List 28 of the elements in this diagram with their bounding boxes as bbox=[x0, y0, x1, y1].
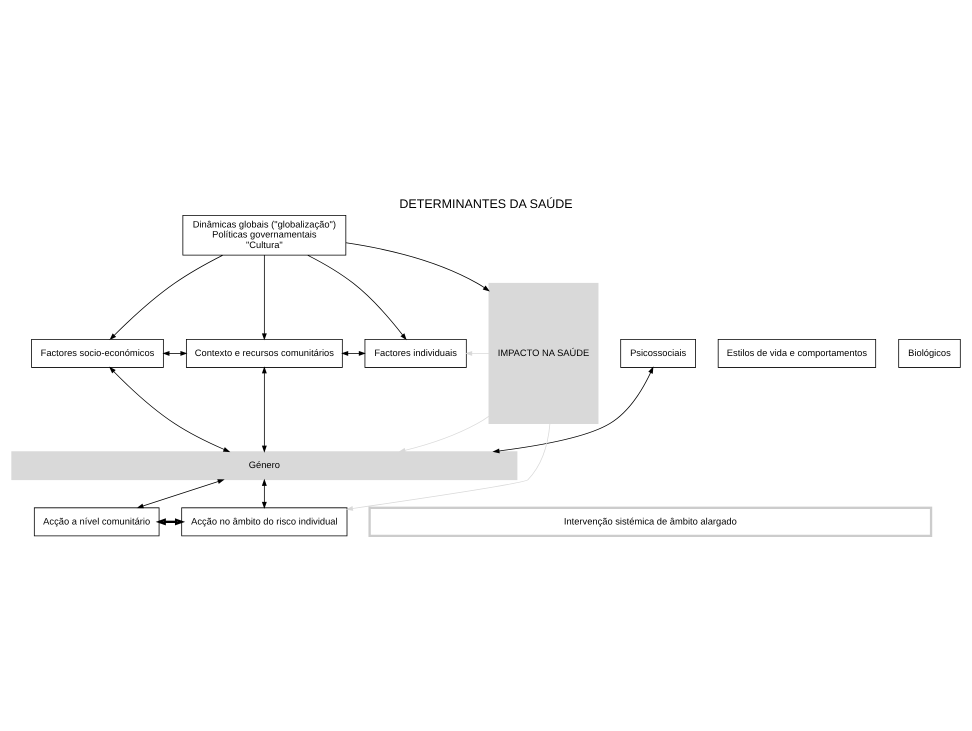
node-box: Biológicos bbox=[898, 339, 961, 368]
node-box: Psicossociais bbox=[620, 339, 696, 368]
arrow bbox=[162, 350, 188, 356]
arrow bbox=[156, 518, 186, 526]
arrow bbox=[136, 479, 225, 508]
node-box: Estilos de vida e comportamentos bbox=[718, 339, 876, 368]
arrow bbox=[398, 416, 490, 453]
node-box: Dinâmicas globais ("globalização") Políticas governamentais "Cultura" bbox=[182, 215, 346, 256]
node-box: Género bbox=[11, 451, 518, 480]
node-box: Contexto e recursos comunitários bbox=[186, 339, 343, 368]
node-box: Acção no âmbito do risco individual bbox=[181, 507, 348, 536]
arrow bbox=[341, 350, 366, 356]
node-box: Factores individuais bbox=[364, 339, 467, 368]
node-box: IMPACTO NA SAÚDE bbox=[488, 282, 598, 424]
arrow bbox=[465, 350, 490, 356]
arrow bbox=[109, 254, 224, 340]
node-box: Intervenção sistémica de âmbito alargado bbox=[368, 506, 932, 538]
node-box: Factores socio-económicos bbox=[31, 339, 164, 368]
diagram-title: DETERMINANTES DA SAÚDE bbox=[399, 197, 573, 212]
arrow bbox=[492, 366, 654, 454]
arrow bbox=[262, 366, 267, 453]
arrow bbox=[262, 254, 267, 340]
arrow bbox=[262, 478, 267, 509]
arrow bbox=[307, 254, 407, 340]
arrow bbox=[109, 366, 230, 452]
arrow bbox=[346, 242, 490, 292]
node-box: Acção a nível comunitário bbox=[34, 507, 160, 536]
arrow bbox=[346, 424, 550, 511]
